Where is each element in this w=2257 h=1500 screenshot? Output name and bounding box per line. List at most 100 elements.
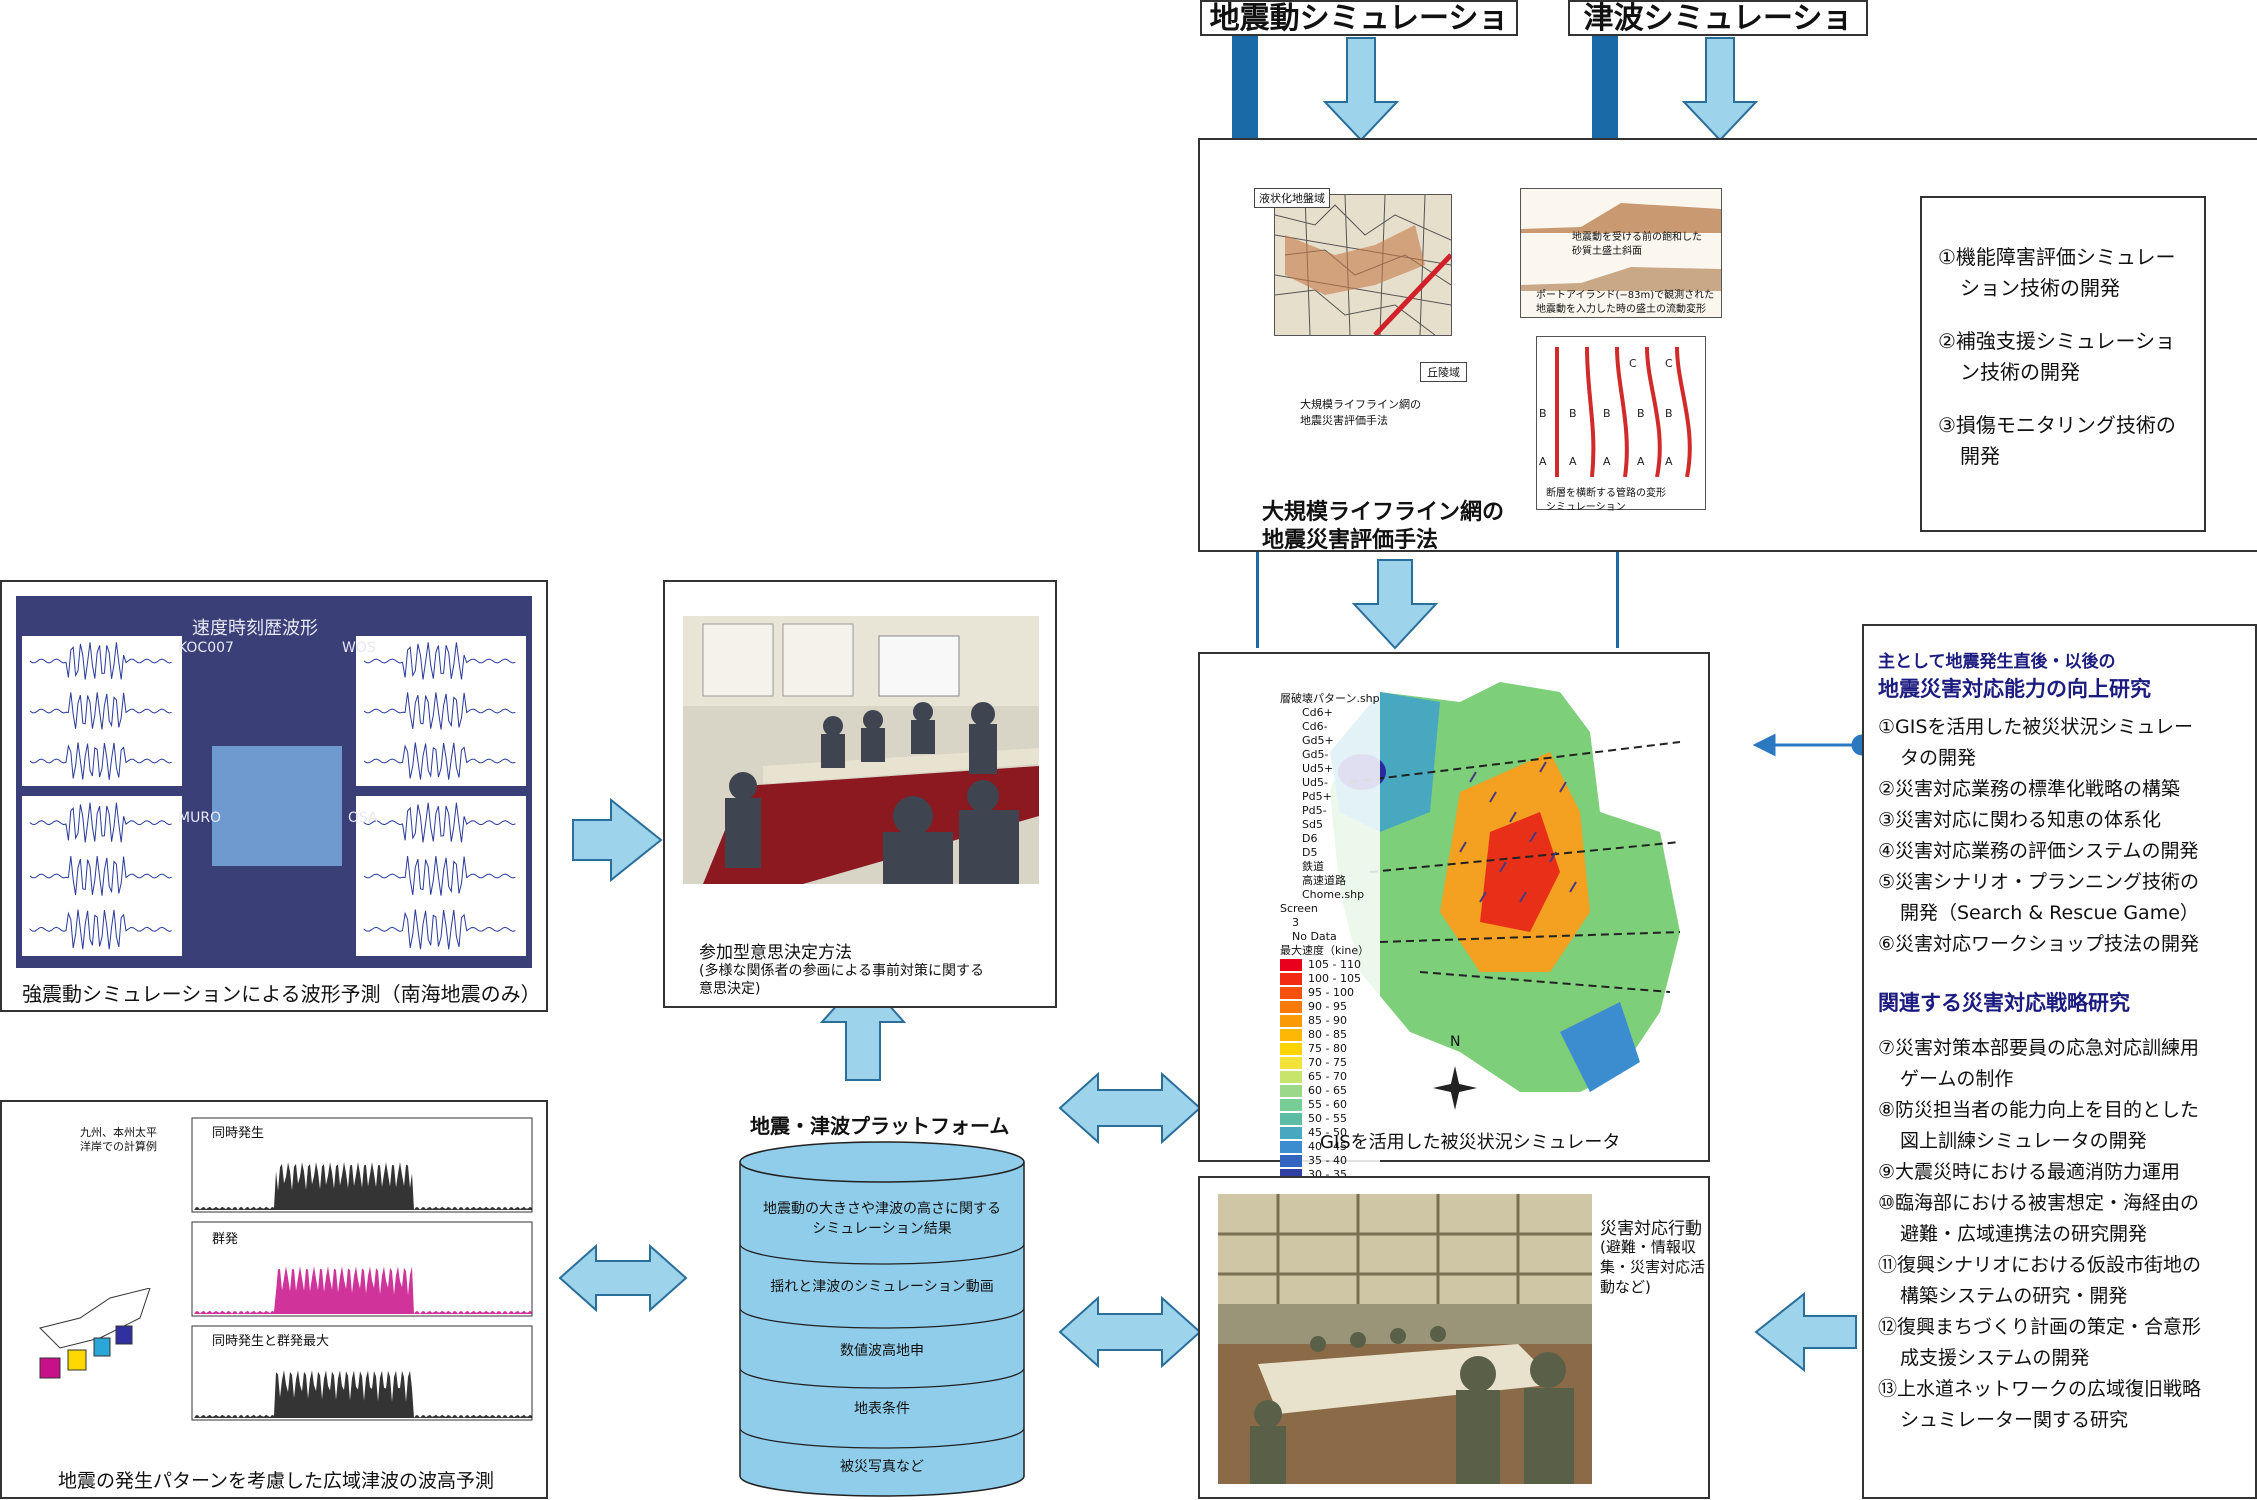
platform-layer-1a: 地震動の大きさや津波の高さに関する xyxy=(763,1201,1001,1217)
lifeline-item: ①機能障害評価シミュレー xyxy=(1938,245,2176,269)
arrow-down-gis xyxy=(1351,559,1439,650)
lifeline-item: 開発 xyxy=(1960,444,2000,468)
wave-trace xyxy=(363,855,516,896)
legend-speed-label: 65 - 70 xyxy=(1308,1070,1347,1083)
slope-caption-1: 地震動を受ける前の飽和した xyxy=(1572,232,1702,243)
research-title: 地震災害対応能力の向上研究 xyxy=(1878,677,2151,701)
legend-swatch xyxy=(1280,1029,1302,1041)
response-title: 災害対応行動 xyxy=(1600,1219,1702,1239)
legend-speed-label: 40 - 45 xyxy=(1308,1140,1347,1153)
gis-legend: 層破壊パターン.shp Cd6+Cd6-Gd5+Gd5-Ud5+Ud5-Pd5+… xyxy=(1280,692,1380,1182)
legend-pattern-item: Gd5+ xyxy=(1302,734,1334,747)
lifeline-list: ①機能障害評価シミュレー ション技術の開発 ②補強支援シミュレーショ ン技術の開… xyxy=(1920,196,2206,532)
legend-title: 層破壊パターン.shp xyxy=(1280,692,1380,705)
tsunami-panel1-label: 同時発生 xyxy=(212,1126,265,1141)
slope-caption-3: ポートアイランド(−83m)で観測された xyxy=(1536,290,1715,301)
legend-speed-row: 90 - 95 xyxy=(1280,1000,1380,1014)
meeting-caption-3: 意思決定) xyxy=(699,981,761,997)
svg-text:C: C xyxy=(1629,357,1637,370)
svg-text:C: C xyxy=(1665,357,1673,370)
research-list-item: 避難・広域連携法の研究開発 xyxy=(1900,1223,2148,1245)
blue-line-left xyxy=(1256,548,1259,648)
legend-swatch xyxy=(1280,1127,1302,1139)
response-line-1: (避難・情報収 xyxy=(1600,1238,1696,1256)
legend-pattern-item: D6 xyxy=(1302,832,1318,845)
waveform-caption: 強震動シミュレーションによる波形予測（南海地震のみ） xyxy=(22,982,541,1006)
lifeline-panel: 液状化地盤域 丘陵域 大規模ライフライン網の 地震災害評価手法 地震動を受ける前… xyxy=(1198,138,2257,553)
legend-swatch xyxy=(1280,1057,1302,1069)
legend-pattern-item: Pd5- xyxy=(1302,804,1327,817)
liquefaction-map xyxy=(1274,194,1452,336)
legend-speed-label: 80 - 85 xyxy=(1308,1028,1347,1041)
svg-text:A: A xyxy=(1539,455,1547,468)
wave-trace xyxy=(29,909,172,950)
gis-panel: 層破壊パターン.shp Cd6+Cd6-Gd5+Gd5-Ud5+Ud5-Pd5+… xyxy=(1198,652,1710,1182)
response-panel: 災害対応行動 (避難・情報収 集・災害対応活 動など) xyxy=(1198,1176,1710,1499)
legend-swatch xyxy=(1280,1071,1302,1083)
research-list-item: ④災害対応業務の評価システムの開発 xyxy=(1878,840,2199,862)
platform-layer-3: 数値波高地申 xyxy=(840,1343,924,1359)
legend-pattern-item: Pd5+ xyxy=(1302,790,1332,803)
legend-speed-row: 105 - 110 xyxy=(1280,958,1380,972)
tsunami-trace xyxy=(194,1266,532,1314)
legend-speed-label: 60 - 65 xyxy=(1308,1084,1347,1097)
legend-speed-label: 90 - 95 xyxy=(1308,1000,1347,1013)
legend-speed-row: 65 - 70 xyxy=(1280,1070,1380,1084)
label-liquefaction: 液状化地盤域 xyxy=(1254,188,1330,208)
legend-speed-row: 45 - 50 xyxy=(1280,1126,1380,1140)
slope-caption-2: 砂質土盛土斜面 xyxy=(1572,246,1642,257)
svg-text:A: A xyxy=(1637,455,1645,468)
arrow-down-ground xyxy=(1322,37,1400,142)
research-list-item: 開発（Search & Rescue Game） xyxy=(1900,902,2199,924)
legend-swatch xyxy=(1280,1099,1302,1111)
legend-speed-row: 55 - 60 xyxy=(1280,1098,1380,1112)
wave-trace xyxy=(29,692,172,730)
legend-speed-label: 75 - 80 xyxy=(1308,1042,1347,1055)
station-muro: MURO xyxy=(178,810,222,826)
legend-swatch xyxy=(1280,959,1302,971)
legend-swatch xyxy=(1280,1113,1302,1125)
wave-trace xyxy=(29,855,172,896)
legend-speed-row: 35 - 40 xyxy=(1280,1154,1380,1168)
wave-panel xyxy=(356,636,526,786)
research-list-item: ⑪復興シナリオにおける仮設市街地の xyxy=(1878,1254,2202,1276)
meeting-photo xyxy=(683,616,1039,884)
waveform-svg xyxy=(22,636,526,956)
legend-speed-row: 80 - 85 xyxy=(1280,1028,1380,1042)
research-list-item: 成支援システムの開発 xyxy=(1900,1347,2090,1369)
legend-swatch xyxy=(1280,1085,1302,1097)
platform-layer-1b: シミュレーション結果 xyxy=(812,1221,952,1237)
platform-layer-4: 地表条件 xyxy=(854,1401,910,1417)
svg-text:A: A xyxy=(1569,455,1577,468)
research-list-item: タの開発 xyxy=(1900,747,1977,769)
lifeline-title-2: 地震災害評価手法 xyxy=(1262,528,1439,553)
label-hill: 丘陵域 xyxy=(1420,362,1467,382)
station-osa: OSA xyxy=(348,810,378,826)
legend-speed-label: 45 - 50 xyxy=(1308,1126,1347,1139)
legend-speed-label: 55 - 60 xyxy=(1308,1098,1347,1111)
legend-speed-label: 50 - 55 xyxy=(1308,1112,1347,1125)
legend-speed-row: 70 - 75 xyxy=(1280,1056,1380,1070)
waveform-title: 速度時刻歴波形 xyxy=(192,618,318,639)
tsunami-caption: 地震の発生パターンを考慮した広域津波の波高予測 xyxy=(58,1470,495,1492)
lifeline-item: ③損傷モニタリング技術の xyxy=(1938,413,2176,437)
research-list-item: ⑩臨海部における被害想定・海経由の xyxy=(1878,1192,2200,1214)
legend-swatch xyxy=(1280,1043,1302,1055)
legend-line-item: 高速道路 xyxy=(1302,874,1346,887)
tsunami-map xyxy=(39,1288,151,1379)
arrow-double-response xyxy=(1058,1295,1202,1369)
legend-pattern-item: Cd6- xyxy=(1302,720,1328,733)
legend-line-item: 鉄道 xyxy=(1302,860,1324,873)
legend-speed-label: 105 - 110 xyxy=(1308,958,1361,971)
legend-pattern-item: Ud5- xyxy=(1302,776,1329,789)
research-list-item: ②災害対応業務の標準化戦略の構築 xyxy=(1878,778,2181,800)
legend-3: 3 xyxy=(1292,916,1299,929)
legend-pattern-item: D5 xyxy=(1302,846,1318,859)
slope-caption-4: 地震動を入力した時の盛土の流動変形 xyxy=(1536,304,1706,315)
legend-swatch xyxy=(1280,987,1302,999)
research-list-item: ⑨大震災時における最適消防力運用 xyxy=(1878,1161,2181,1183)
